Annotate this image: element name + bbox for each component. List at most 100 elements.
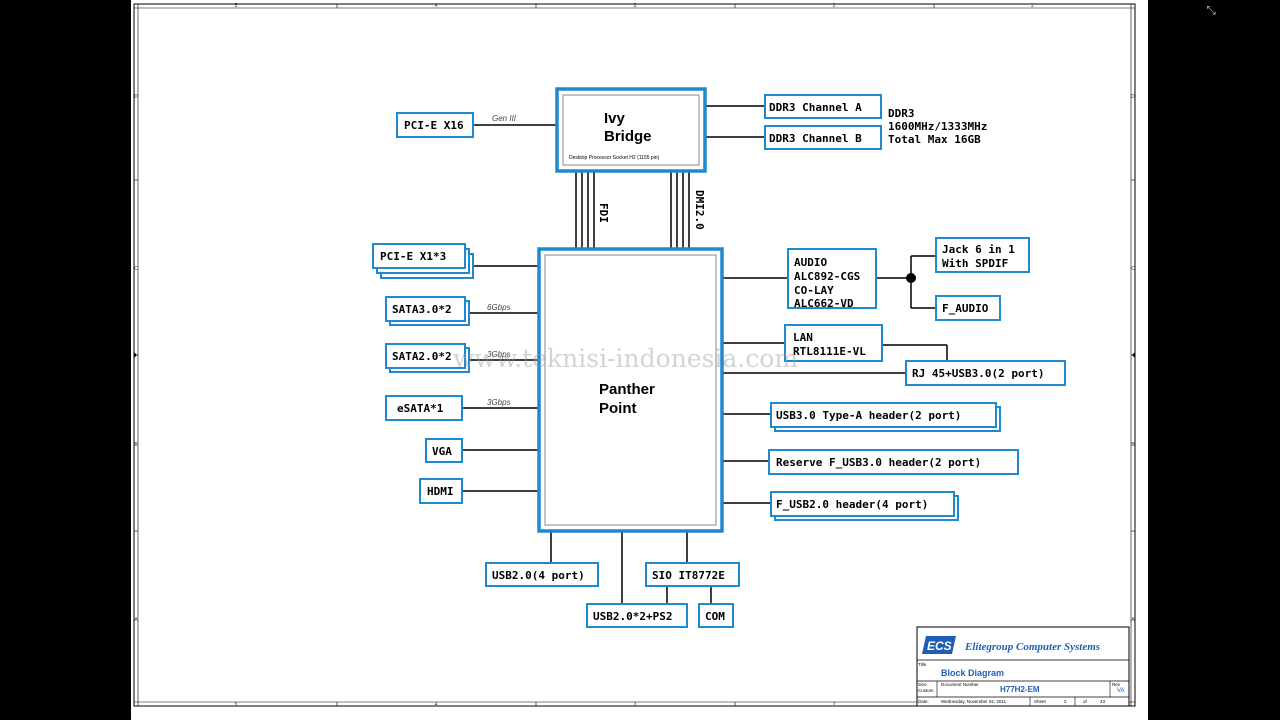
block-com: COM [698, 603, 734, 628]
pch-panther-point: Panther Point [537, 247, 724, 533]
sheet-number: 2 [1064, 699, 1067, 704]
svg-text:PCI-E X1*3: PCI-E X1*3 [380, 250, 446, 263]
block-ddr3-channel-a: DDR3 Channel A [764, 94, 882, 119]
label-fdi: FDI [597, 203, 610, 223]
block-usb3-type-a: USB3.0 Type-A header(2 port) [770, 402, 1001, 432]
label-gen3: Gen III [492, 114, 517, 123]
block-ddr3-channel-b: DDR3 Channel B [764, 125, 882, 150]
logo-text: ECS [927, 639, 952, 653]
svg-text:USB2.0(4 port): USB2.0(4 port) [492, 569, 585, 582]
drawing-title: Block Diagram [941, 668, 1004, 678]
rev-label: Rev [1112, 682, 1121, 687]
pch-name-line2: Point [599, 400, 637, 417]
svg-text:Jack 6 in 1: Jack 6 in 1 [942, 243, 1015, 256]
docnum-label: Document Number [941, 682, 979, 687]
frame-tick-left-c: C [134, 266, 138, 272]
frame-tick-top-3: 3 [634, 3, 637, 9]
svg-text:DDR3 Channel B: DDR3 Channel B [769, 132, 862, 145]
block-sata3: SATA3.0*2 [385, 296, 470, 326]
svg-text:USB3.0 Type-A header(2 port): USB3.0 Type-A header(2 port) [776, 409, 961, 422]
svg-text:AUDIO: AUDIO [794, 256, 827, 269]
block-hdmi: HDMI [419, 478, 463, 504]
company-name: Elitegroup Computer Systems [964, 641, 1100, 653]
block-lan: LAN RTL8111E-VL [784, 324, 883, 362]
label-dmi: DMI2.0 [693, 190, 706, 230]
block-reserve-f-usb3: Reserve F_USB3.0 header(2 port) [768, 449, 1019, 475]
svg-text:SATA2.0*2: SATA2.0*2 [392, 350, 452, 363]
svg-text:CO-LAY: CO-LAY [794, 284, 834, 297]
block-audio-codec: AUDIO ALC892-CGS CO-LAY ALC662-VD [787, 248, 877, 310]
sheet-total: 43 [1100, 699, 1106, 704]
sheet-label: Sheet [1034, 699, 1047, 704]
label-sata-6gbps: 6Gbps [487, 303, 511, 312]
frame-tick-right-b: B [1131, 442, 1135, 448]
frame-tick-top-5: 5 [235, 3, 238, 9]
frame-tick-left-b: B [134, 442, 138, 448]
block-sio-it8772e: SIO IT8772E [645, 562, 740, 587]
frame-tick-top-1: 1 [1031, 3, 1034, 9]
memory-spec-line3: Total Max 16GB [888, 133, 981, 146]
block-usb2-4port: USB2.0(4 port) [485, 562, 599, 587]
frame-tick-right-c: C [1131, 266, 1135, 272]
frame-tick-top-2: 2 [833, 3, 836, 9]
size-value: Custom [918, 688, 934, 693]
svg-text:F_AUDIO: F_AUDIO [942, 302, 989, 315]
audio-junction [906, 273, 916, 283]
block-jack-6in1: Jack 6 in 1 With SPDIF [935, 237, 1030, 273]
frame-tick-top-4: 4 [435, 3, 438, 9]
frame-tick-bottom-3: 3 [634, 702, 637, 708]
block-pcie-x1: PCI-E X1*3 [372, 243, 474, 279]
title-block: ECS Elitegroup Computer Systems Title Bl… [916, 626, 1130, 707]
label-esata-3gbps: 3Gbps [487, 398, 511, 407]
date-label: Date: [918, 699, 929, 704]
svg-text:ALC892-CGS: ALC892-CGS [794, 270, 860, 283]
cpu-name-line1: Ivy [604, 110, 626, 127]
block-pcie-x16: PCI-E X16 [396, 112, 474, 138]
block-f-audio: F_AUDIO [935, 295, 1001, 321]
svg-text:F_USB2.0 header(4 port): F_USB2.0 header(4 port) [776, 498, 928, 511]
frame-tick-right-a: A [1131, 617, 1135, 623]
collapse-arrows-icon[interactable]: ⤡ [1206, 3, 1216, 17]
frame-tick-right-d: D [1131, 94, 1135, 100]
svg-text:SATA3.0*2: SATA3.0*2 [392, 303, 452, 316]
fdi-bus [575, 172, 595, 249]
title-label: Title [918, 662, 927, 667]
pch-name-line1: Panther [599, 381, 655, 398]
dmi-bus [670, 172, 690, 249]
memory-spec-line2: 1600MHz/1333MHz [888, 120, 987, 133]
frame-tick-left-d: D [134, 94, 138, 100]
frame-tick-bottom-4: 4 [435, 702, 438, 708]
block-usb2-ps2: USB2.0*2+PS2 [586, 603, 688, 628]
frame-tick-bottom-2: 2 [833, 702, 836, 708]
svg-text:SIO IT8772E: SIO IT8772E [652, 569, 725, 582]
block-rj45-usb3: RJ 45+USB3.0(2 port) [905, 360, 1066, 386]
svg-text:HDMI: HDMI [427, 485, 454, 498]
cpu-name-line2: Bridge [604, 128, 652, 145]
date: Wednesday, November 02, 2011 [941, 699, 1007, 704]
block-sata2: SATA2.0*2 [385, 343, 470, 373]
cpu-ivy-bridge: Ivy Bridge Desktop Processor Socket H2 (… [555, 87, 707, 173]
svg-text:USB2.0*2+PS2: USB2.0*2+PS2 [593, 610, 672, 623]
cpu-subtitle: Desktop Processor Socket H2 (1155 pin) [569, 155, 660, 161]
svg-text:COM: COM [705, 610, 725, 623]
frame-tick-bottom-5: 5 [235, 702, 238, 708]
svg-text:eSATA*1: eSATA*1 [397, 402, 444, 415]
label-sata-3gbps: 3Gbps [487, 350, 511, 359]
svg-text:VGA: VGA [432, 445, 452, 458]
block-vga: VGA [425, 438, 463, 463]
block-f-usb2-header: F_USB2.0 header(4 port) [770, 491, 959, 521]
svg-text:RTL8111E-VL: RTL8111E-VL [793, 345, 866, 358]
svg-text:PCI-E X16: PCI-E X16 [404, 119, 464, 132]
block-esata: eSATA*1 [385, 395, 463, 421]
ecs-logo: ECS [922, 636, 956, 654]
svg-text:LAN: LAN [793, 331, 813, 344]
svg-text:ALC662-VD: ALC662-VD [794, 297, 854, 310]
frame-tick-left-a: A [134, 617, 138, 623]
svg-text:DDR3 Channel A: DDR3 Channel A [769, 101, 862, 114]
revision: VA [1117, 688, 1125, 694]
svg-text:RJ 45+USB3.0(2 port): RJ 45+USB3.0(2 port) [912, 367, 1044, 380]
watermark: www.teknisi-indonesia.com [453, 344, 798, 373]
size-label: Size [918, 682, 927, 687]
svg-text:With SPDIF: With SPDIF [942, 257, 1008, 270]
